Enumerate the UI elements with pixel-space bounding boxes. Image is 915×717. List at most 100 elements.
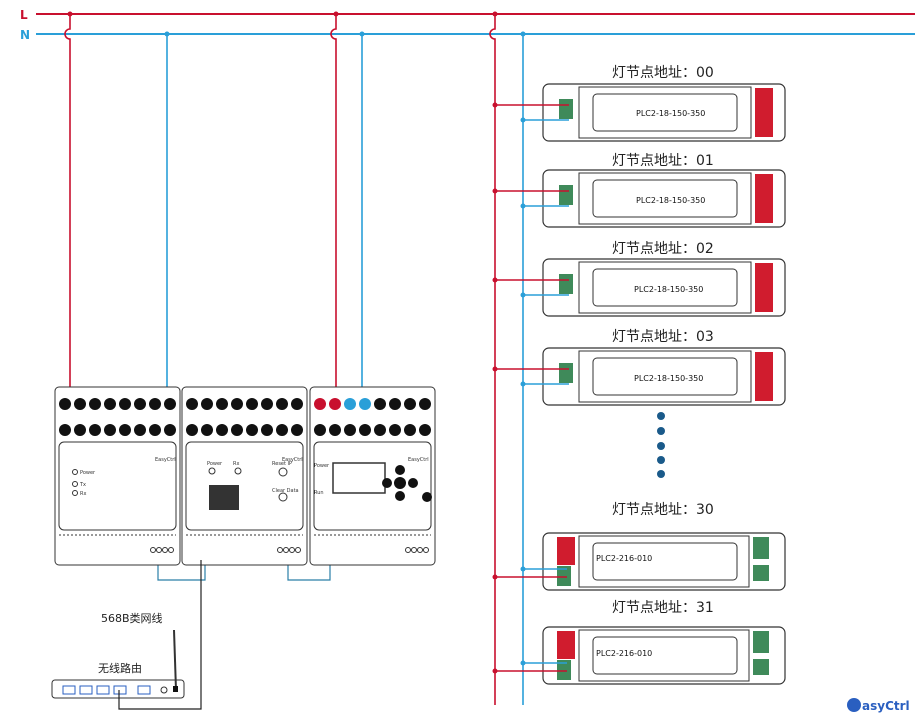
driver-label-00: 灯节点地址：00 — [612, 65, 714, 81]
dip-switch-icon — [755, 88, 773, 137]
input-terminal-icon — [559, 274, 573, 294]
bus-terminal — [295, 547, 301, 553]
din-module-1 — [54, 386, 181, 566]
terminal-screw — [119, 398, 131, 410]
neutral-junction — [520, 117, 526, 123]
input-terminal-icon — [559, 99, 573, 119]
terminal-screw — [104, 398, 116, 410]
module1-led-tx: Tx — [79, 482, 86, 488]
nav-button-icon — [382, 478, 392, 488]
module2-led-power: Power — [207, 461, 223, 467]
driver-5 — [492, 626, 786, 685]
live-label: L — [20, 8, 28, 22]
bus-cable-1 — [157, 560, 206, 581]
terminal-screw — [74, 398, 86, 410]
easyctrl-logo: asyCtrl — [847, 698, 910, 713]
dip-switch-icon — [755, 263, 773, 312]
led-icon — [72, 490, 78, 496]
driver-1 — [492, 169, 786, 228]
bus-terminal — [411, 547, 417, 553]
terminal-screw — [119, 424, 131, 436]
driver-label-plate — [592, 268, 738, 307]
terminal-screw — [246, 424, 258, 436]
terminal-screw — [134, 398, 146, 410]
drivers — [492, 83, 786, 685]
nav-button-icon — [395, 491, 405, 501]
neutral-junction — [520, 203, 526, 209]
rj45-port-icon — [209, 485, 239, 510]
terminal-screw — [89, 424, 101, 436]
driver-label-02: 灯节点地址：02 — [612, 241, 714, 257]
live-junction — [492, 574, 498, 580]
live-junction — [333, 11, 339, 17]
terminal-screw — [186, 398, 198, 410]
bus-terminal — [417, 547, 423, 553]
neutral-junction — [520, 660, 526, 666]
led-icon — [234, 467, 242, 475]
terminal-screw — [89, 398, 101, 410]
driver-label-plate — [592, 542, 738, 581]
live-junction — [492, 188, 498, 194]
bus-terminal — [162, 547, 168, 553]
dip-switch-icon — [557, 631, 575, 659]
neutral-label: N — [20, 28, 30, 42]
driver-label-plate — [592, 636, 738, 675]
driver-model-03: PLC2-18-150-350 — [634, 374, 703, 383]
output-terminal-icon — [753, 565, 769, 581]
led-icon — [208, 467, 216, 475]
terminal-screw — [59, 424, 71, 436]
router-icon — [51, 629, 185, 699]
bus-terminal — [289, 547, 295, 553]
module2-reset-ip: Reset IP — [272, 461, 292, 467]
terminal-screw — [291, 424, 303, 436]
terminal-screw — [359, 424, 371, 436]
module3-led-run: Run — [314, 490, 324, 496]
driver-0 — [492, 83, 786, 142]
terminal-screw — [231, 424, 243, 436]
terminal-screw — [404, 424, 416, 436]
module2-clear-data: Clear Data — [272, 488, 299, 494]
driver-label-plate — [592, 357, 738, 396]
terminal-screw — [149, 424, 161, 436]
terminal-screw — [186, 424, 198, 436]
din-module-2 — [181, 386, 308, 566]
live-junction — [492, 366, 498, 372]
neutral-junction — [164, 31, 170, 37]
terminal-screw — [74, 424, 86, 436]
dip-switch-icon — [755, 174, 773, 223]
bus-terminal — [405, 547, 411, 553]
live-junction — [492, 11, 498, 17]
terminal-screw — [261, 424, 273, 436]
neutral-junction — [520, 31, 526, 37]
terminal-screw — [419, 424, 431, 436]
terminal-screw — [314, 398, 326, 410]
driver-model-31: PLC2-216-010 — [596, 649, 652, 658]
live-drop-1 — [330, 14, 337, 400]
module1-led-power: Power — [80, 470, 96, 476]
driver-model-02: PLC2-18-150-350 — [634, 285, 703, 294]
cable-label: 568B类网线 — [101, 611, 163, 625]
driver-model-00: PLC2-18-150-350 — [636, 109, 705, 118]
terminal-screw — [329, 424, 341, 436]
live-drop-0 — [64, 14, 71, 388]
terminal-screw — [216, 398, 228, 410]
neutral-junction — [520, 381, 526, 387]
module1-led-rx: Rx — [80, 491, 86, 497]
terminal-screw — [291, 398, 303, 410]
module3-led-power: Power — [314, 463, 330, 469]
terminal-screw — [344, 398, 356, 410]
logo-text: asyCtrl — [862, 699, 910, 713]
led-icon — [72, 469, 78, 475]
input-terminal-icon — [559, 363, 573, 383]
terminal-screw — [389, 424, 401, 436]
input-terminal-icon — [559, 185, 573, 205]
terminal-screw — [216, 424, 228, 436]
router-label: 无线路由 — [98, 661, 142, 675]
terminal-screw — [314, 424, 326, 436]
input-terminal-icon — [557, 660, 571, 680]
nav-button-icon — [408, 478, 418, 488]
driver-label-plate — [592, 179, 738, 218]
terminal-screw — [164, 398, 176, 410]
terminal-screw — [344, 424, 356, 436]
